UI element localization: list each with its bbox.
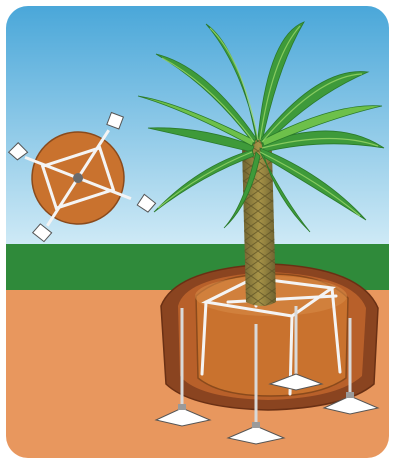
palm-trunk: [242, 138, 276, 306]
illustration-frame: [6, 6, 389, 458]
palm-anchoring-illustration: [6, 6, 389, 458]
